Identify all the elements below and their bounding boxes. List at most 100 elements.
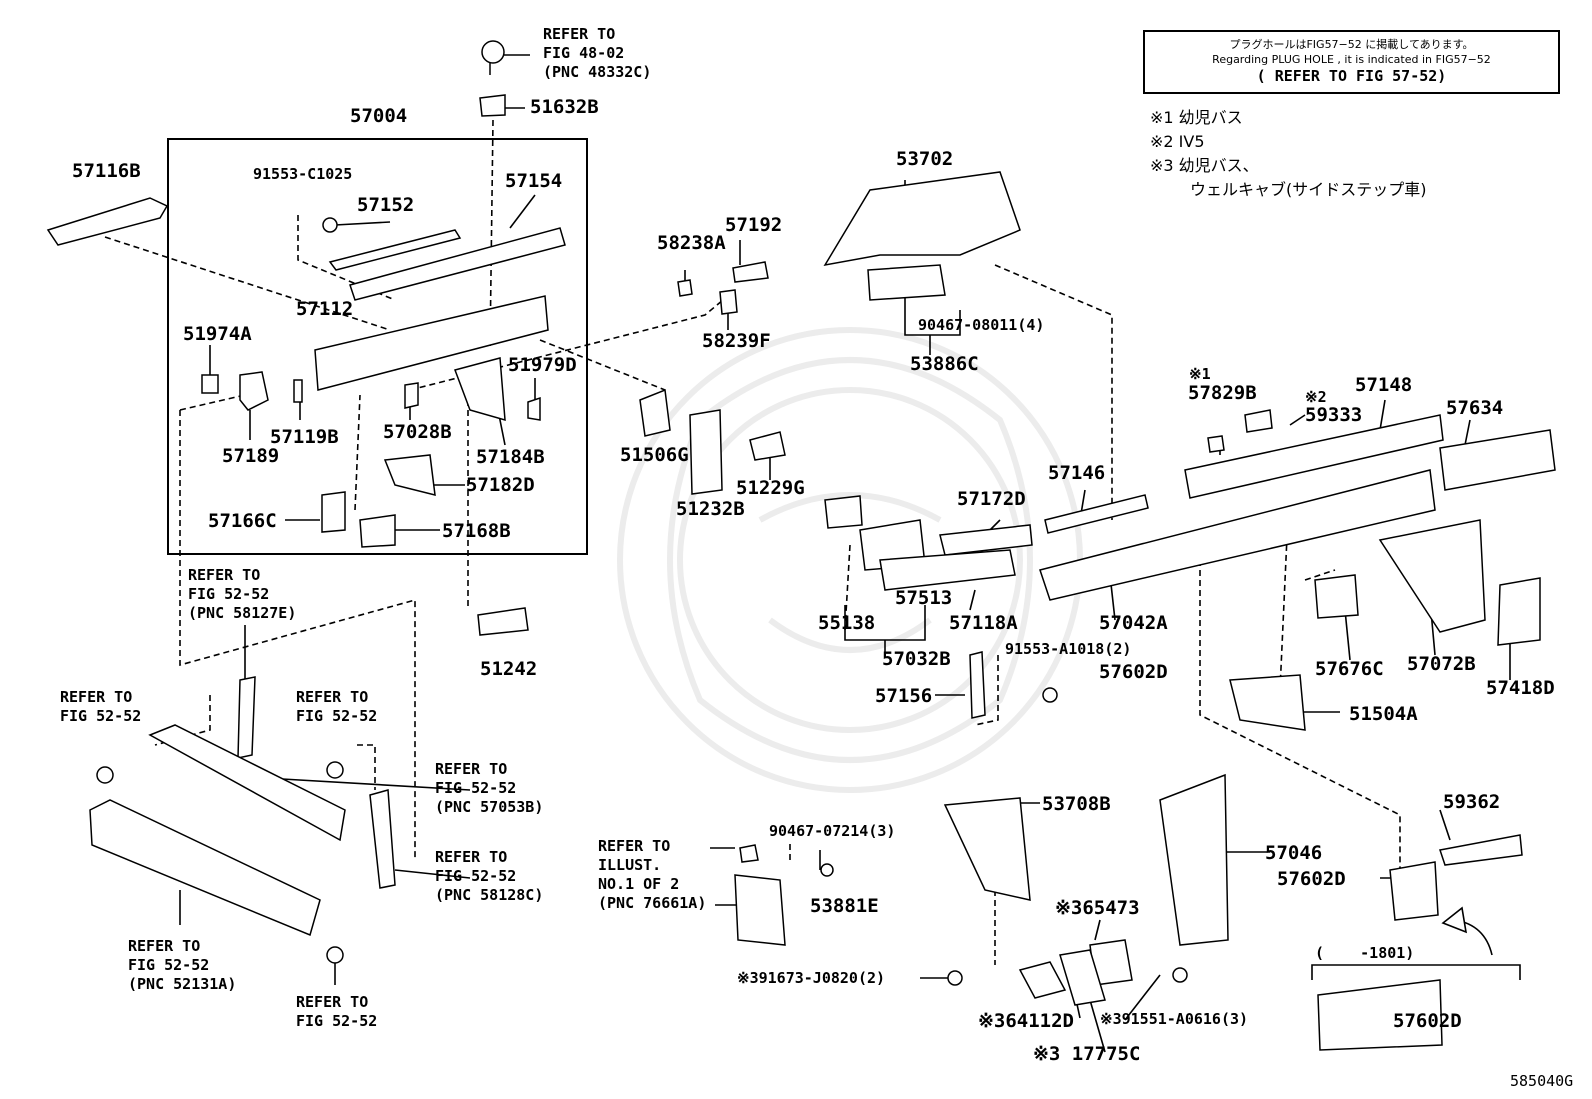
refer-fig-52-52-52131A[interactable]: REFER TO FIG 52-52 (PNC 52131A) — [128, 937, 237, 993]
label-57146[interactable]: 57146 — [1048, 462, 1106, 484]
refer-fig-52-52-58127E[interactable]: REFER TO FIG 52-52 (PNC 58127E) — [188, 566, 297, 622]
part-51504A — [1229, 674, 1306, 731]
label-58238A[interactable]: 58238A — [657, 232, 726, 254]
label-59362[interactable]: 59362 — [1443, 791, 1501, 813]
label-57152[interactable]: 57152 — [357, 194, 415, 216]
label-57418D[interactable]: 57418D — [1486, 677, 1555, 699]
label-57184B[interactable]: 57184B — [476, 446, 545, 468]
refer-illust-no1[interactable]: REFER TO ILLUST. NO.1 OF 2 (PNC 76661A) — [598, 837, 707, 912]
refer-fig-52-52-mid[interactable]: REFER TO FIG 52-52 — [296, 688, 378, 725]
refer-fig-48-02[interactable]: REFER TO FIG 48-02 (PNC 48332C) — [543, 25, 652, 81]
part-57116B — [46, 197, 169, 246]
label-57182D[interactable]: 57182D — [466, 474, 535, 496]
label-58239F[interactable]: 58239F — [702, 330, 771, 352]
label-90467-07214[interactable]: 90467-07214(3) — [769, 822, 896, 840]
part-57166C — [321, 491, 346, 533]
refer-fig-52-52-left[interactable]: REFER TO FIG 52-52 — [60, 688, 142, 725]
label-55138[interactable]: 55138 — [818, 612, 876, 634]
label-59333[interactable]: 59333 — [1305, 404, 1363, 426]
part-57602D-bottom — [1317, 979, 1443, 1051]
label-57112[interactable]: 57112 — [296, 298, 354, 320]
label-57676C[interactable]: 57676C — [1315, 658, 1384, 680]
label-57118A[interactable]: 57118A — [949, 612, 1018, 634]
footnote-2: ※2 IV5 — [1150, 132, 1205, 151]
part-59362 — [1439, 834, 1523, 866]
part-57418D — [1497, 577, 1541, 646]
label-57166C[interactable]: 57166C — [208, 510, 277, 532]
label-53708B[interactable]: 53708B — [1042, 793, 1111, 815]
label-17775C[interactable]: ※3 17775C — [1033, 1043, 1141, 1065]
label-57602D-a[interactable]: 57602D — [1099, 661, 1168, 683]
part-57118A — [879, 549, 1016, 591]
label-57172D[interactable]: 57172D — [957, 488, 1026, 510]
part-shapes — [46, 40, 1556, 1051]
label-57119B[interactable]: 57119B — [270, 426, 339, 448]
label-57148[interactable]: 57148 — [1355, 374, 1413, 396]
label-51974A[interactable]: 51974A — [183, 323, 252, 345]
part-57634 — [1439, 429, 1556, 491]
label-57028B[interactable]: 57028B — [383, 421, 452, 443]
label-57072B[interactable]: 57072B — [1407, 653, 1476, 675]
label-53702[interactable]: 53702 — [896, 148, 954, 170]
label-51632B[interactable]: 51632B — [530, 96, 599, 118]
label-57032B[interactable]: 57032B — [882, 648, 951, 670]
label-90467-08011[interactable]: 90467-08011(4) — [918, 316, 1045, 334]
label-57154[interactable]: 57154 — [505, 170, 563, 192]
part-57112 — [314, 295, 549, 391]
label-57004[interactable]: 57004 — [350, 105, 408, 127]
label-57046[interactable]: 57046 — [1265, 842, 1323, 864]
label-51506G[interactable]: 51506G — [620, 444, 689, 466]
part-bolt-mid — [326, 761, 344, 779]
mark-1: ※1 — [1189, 365, 1211, 383]
label-53886C[interactable]: 53886C — [910, 353, 979, 375]
label-51232B[interactable]: 51232B — [676, 498, 745, 520]
label-57116B[interactable]: 57116B — [72, 160, 141, 182]
label-91553-A1018[interactable]: 91553-A1018(2) — [1005, 640, 1132, 658]
curved-arrow-head — [1441, 906, 1468, 934]
label-57042A[interactable]: 57042A — [1099, 612, 1168, 634]
label-53881E[interactable]: 53881E — [810, 895, 879, 917]
label-51229G[interactable]: 51229G — [736, 477, 805, 499]
label-57602D-b[interactable]: 57602D — [1277, 868, 1346, 890]
label-51242[interactable]: 51242 — [480, 658, 538, 680]
label-51504A[interactable]: 51504A — [1349, 703, 1418, 725]
part-bolt-left — [96, 766, 114, 784]
part-91551-A0616 — [1172, 967, 1188, 983]
label-57156[interactable]: 57156 — [875, 685, 933, 707]
label-65473[interactable]: ※365473 — [1055, 897, 1140, 919]
part-57042A — [1039, 469, 1436, 601]
part-76661A — [739, 844, 759, 863]
label-57189[interactable]: 57189 — [222, 445, 280, 467]
part-57168B — [359, 514, 396, 548]
part-57154 — [349, 227, 566, 301]
refer-fig-52-52-bottom[interactable]: REFER TO FIG 52-52 — [296, 993, 378, 1030]
label-64112D[interactable]: ※364112D — [978, 1010, 1074, 1032]
label-91551-A0616[interactable]: ※391551-A0616(3) — [1100, 1010, 1249, 1028]
label-57602D-c[interactable]: 57602D — [1393, 1010, 1462, 1032]
label-91673-J0820[interactable]: ※391673-J0820(2) — [737, 969, 886, 987]
label-57168B[interactable]: 57168B — [442, 520, 511, 542]
part-91553-C1025 — [322, 217, 338, 233]
part-57152 — [328, 229, 462, 271]
label-57513[interactable]: 57513 — [895, 587, 953, 609]
label-57192[interactable]: 57192 — [725, 214, 783, 236]
part-53886C — [867, 264, 946, 301]
part-51632B — [479, 94, 506, 117]
refer-fig-52-52-58128C[interactable]: REFER TO FIG 52-52 (PNC 58128C) — [435, 848, 544, 904]
note-box: プラグホールはFIG57−52 に掲載してあります。 Regarding PLU… — [1143, 30, 1560, 94]
part-57072B — [1378, 519, 1486, 633]
label-57829B[interactable]: 57829B — [1188, 382, 1257, 404]
part-bolt-bottom — [326, 946, 344, 964]
part-55138 — [824, 495, 863, 529]
mark-2: ※2 — [1305, 388, 1327, 406]
refer-fig-52-52-57053B[interactable]: REFER TO FIG 52-52 (PNC 57053B) — [435, 760, 544, 816]
part-90467-07214 — [820, 863, 834, 877]
part-17775C — [1059, 949, 1106, 1006]
label-51979D[interactable]: 51979D — [508, 354, 577, 376]
note-line-1: プラグホールはFIG57−52 に掲載してあります。 — [1229, 38, 1474, 51]
label-57634[interactable]: 57634 — [1446, 397, 1504, 419]
label-91553-C1025[interactable]: 91553-C1025 — [253, 165, 353, 183]
part-57172D — [939, 524, 1033, 556]
range-label: ( -1801) — [1315, 944, 1415, 962]
part-59333 — [1244, 409, 1273, 433]
